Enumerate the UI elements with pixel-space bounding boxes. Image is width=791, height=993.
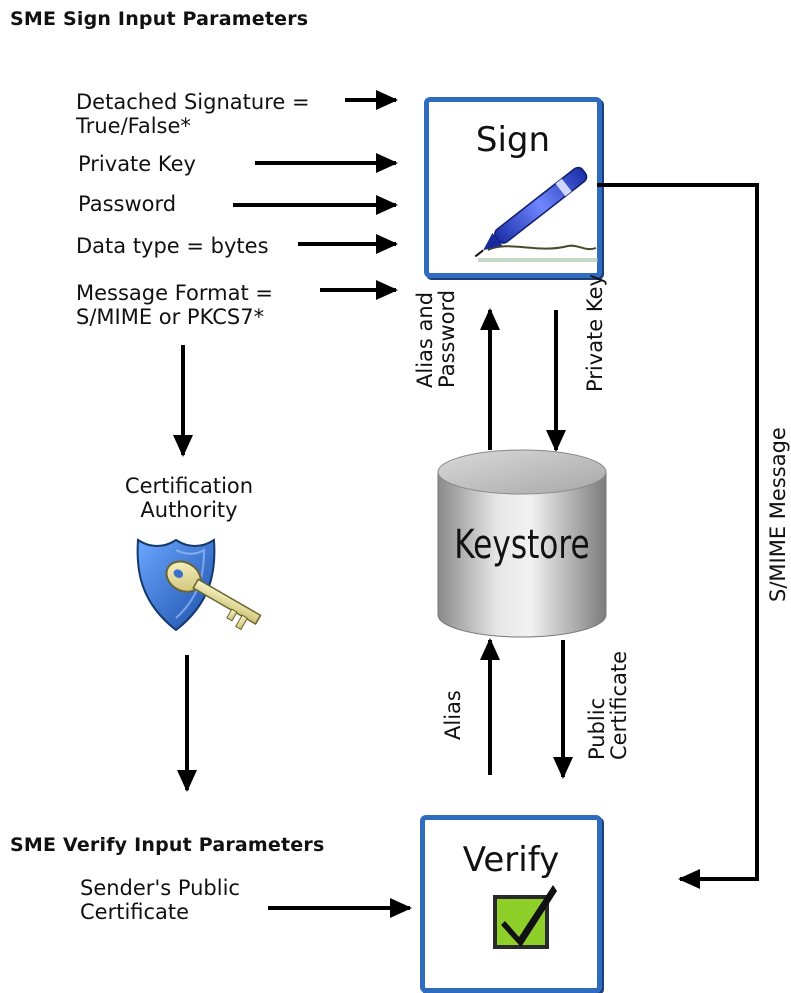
edge-label-alias-password: Alias and Password <box>413 289 459 388</box>
param-message-format-line1: Message Format = <box>76 281 273 305</box>
edge-label-private-key: Private Key <box>583 274 607 392</box>
checkmark-icon <box>493 885 557 949</box>
edge-label-alias-and: Alias and <box>413 291 437 388</box>
param-private-key: Private Key <box>78 152 196 176</box>
param-detached-signature: Detached Signature = True/False* <box>76 90 310 138</box>
verify-title: Verify <box>462 840 560 880</box>
param-password: Password <box>78 192 177 216</box>
param-data-type: Data type = bytes <box>76 234 269 258</box>
param-message-format: Message Format = S/MIME or PKCS7* <box>76 281 273 329</box>
ca-label-line2: Authority <box>140 498 238 522</box>
edge-label-smime-message: S/MIME Message <box>766 427 790 602</box>
verify-heading: SME Verify Input Parameters <box>10 834 325 856</box>
edge-label-public: Public <box>585 697 609 760</box>
verify-param-sender-public-certificate: Sender's Public Certificate <box>80 876 240 924</box>
smime-connector <box>597 183 759 889</box>
verify-param-line1: Sender's Public <box>80 876 240 900</box>
sign-heading: SME Sign Input Parameters <box>10 8 309 30</box>
keystore-label: Keystore <box>454 522 590 568</box>
param-message-format-line2: S/MIME or PKCS7* <box>76 305 265 329</box>
keystore-cylinder <box>437 449 607 638</box>
param-detached-signature-line2: True/False* <box>76 114 191 138</box>
verify-param-line2: Certificate <box>80 900 190 924</box>
edge-label-certificate: Certificate <box>607 650 631 760</box>
sign-input-arrows <box>233 90 398 300</box>
edge-label-public-certificate: Public Certificate <box>585 650 631 760</box>
param-detached-signature-line1: Detached Signature = <box>76 90 310 114</box>
edge-label-password: Password <box>435 289 459 388</box>
certification-authority-label: Certification Authority <box>100 474 278 522</box>
shield-key-icon <box>136 538 262 632</box>
pen-icon <box>474 166 598 262</box>
ca-label-line1: Certification <box>124 474 254 498</box>
edge-label-alias: Alias <box>441 690 465 740</box>
sign-title: Sign <box>475 120 551 160</box>
